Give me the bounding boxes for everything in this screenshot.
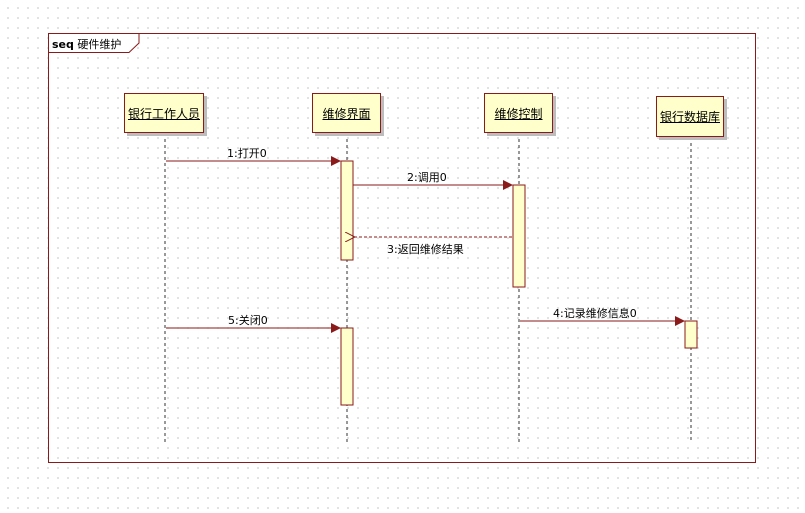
- lifeline-label-ui: 维修界面: [322, 106, 371, 121]
- lifeline-head-ui[interactable]: 维修界面: [312, 93, 381, 133]
- frame-tab: [48, 33, 140, 53]
- frame-title: seq 硬件维护: [52, 36, 121, 52]
- frame-keyword: seq: [52, 38, 74, 51]
- activation-ctrl-1: [512, 184, 526, 288]
- lifeline-head-db[interactable]: 银行数据库: [656, 96, 724, 137]
- lifeline-label-db: 银行数据库: [659, 110, 720, 124]
- lifeline-label-ctrl: 维修控制: [494, 106, 543, 121]
- message-label-1: 1:打开0: [227, 147, 267, 160]
- activation-ui-1: [340, 160, 354, 261]
- activation-db-1: [684, 320, 698, 349]
- lifeline-head-staff[interactable]: 银行工作人员: [124, 93, 204, 133]
- message-label-3: 3:返回维修结果: [387, 243, 464, 256]
- message-label-2: 2:调用0: [407, 171, 447, 184]
- message-label-4: 4:记录维修信息0: [553, 307, 637, 320]
- sequence-frame: [48, 33, 756, 463]
- lifeline-label-staff: 银行工作人员: [127, 106, 200, 121]
- message-label-5: 5:关闭0: [228, 314, 268, 327]
- lifeline-head-ctrl[interactable]: 维修控制: [484, 93, 553, 133]
- frame-name: 硬件维护: [77, 38, 122, 51]
- activation-ui-2: [340, 327, 354, 406]
